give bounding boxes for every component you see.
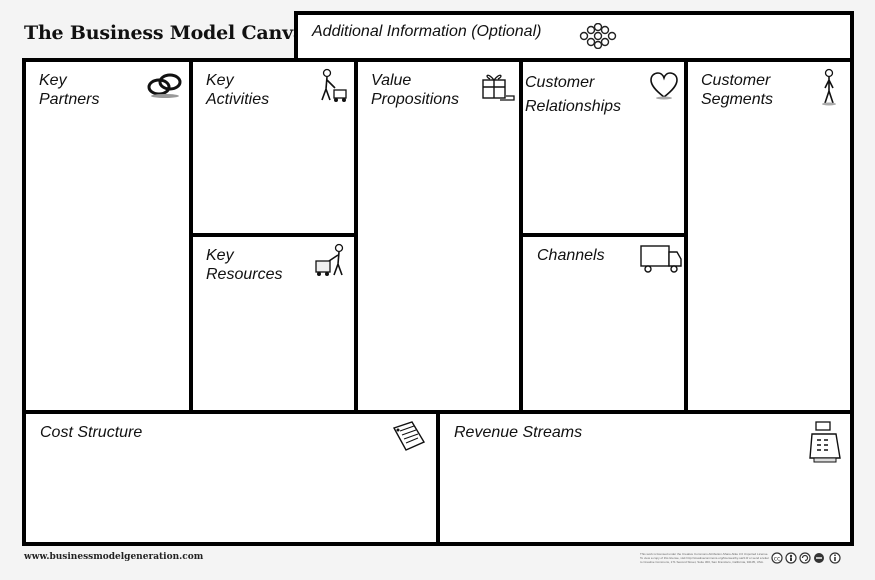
customer-relationships-block: Customer Relationships <box>523 62 684 233</box>
chain-link-icon <box>146 70 184 105</box>
channels-label: Channels <box>537 247 605 264</box>
additional-information-box: Additional Information (Optional) <box>294 11 854 62</box>
sa-icon <box>799 551 811 569</box>
info-icon <box>829 551 841 569</box>
divider <box>436 414 440 542</box>
heart-icon <box>649 70 679 105</box>
license-note: This work is licensed under the Creative… <box>640 552 770 564</box>
channels-block: Channels <box>523 237 684 410</box>
divider <box>684 62 688 414</box>
key-activities-block: Key Activities <box>193 62 354 233</box>
price-tag-icon <box>390 420 430 459</box>
cc-icon: cc <box>771 551 783 569</box>
customer-segments-block: Customer Segments <box>688 62 850 410</box>
key-partners-label: Key Partners <box>39 72 100 108</box>
revenue-streams-label: Revenue Streams <box>454 424 583 441</box>
network-icon <box>578 22 618 54</box>
divider <box>519 62 523 414</box>
divider <box>26 410 850 414</box>
worker-mowing-icon <box>317 68 349 109</box>
footer-url[interactable]: www.businessmodelgeneration.com <box>24 552 204 562</box>
additional-information-label: Additional Information (Optional) <box>312 23 542 40</box>
gift-box-icon <box>478 68 516 109</box>
business-model-canvas: Key Partners Key Activities Key Resource… <box>22 58 854 546</box>
value-propositions-block: Value Propositions <box>358 62 519 410</box>
customer-segments-label: Customer Segments <box>701 72 774 108</box>
cost-structure-block: Cost Structure <box>26 414 436 542</box>
cash-register-icon <box>808 420 844 469</box>
cost-structure-label: Cost Structure <box>40 424 143 441</box>
divider <box>354 62 358 414</box>
customer-relationships-label: Customer Relationships <box>525 74 622 115</box>
divider <box>189 62 193 414</box>
nc-icon <box>813 551 825 569</box>
revenue-streams-block: Revenue Streams <box>440 414 850 542</box>
key-resources-block: Key Resources <box>193 237 354 410</box>
key-activities-label: Key Activities <box>206 72 270 108</box>
key-resources-label: Key Resources <box>206 247 283 283</box>
key-partners-block: Key Partners <box>26 62 189 410</box>
by-icon <box>785 551 797 569</box>
value-propositions-label: Value Propositions <box>371 72 460 108</box>
canvas-title: The Business Model Canvas <box>24 22 316 44</box>
person-icon <box>820 68 838 111</box>
svg-text:cc: cc <box>774 556 781 563</box>
divider <box>193 233 354 237</box>
truck-icon <box>639 243 683 280</box>
divider <box>523 233 684 237</box>
worker-cart-icon <box>313 243 349 284</box>
